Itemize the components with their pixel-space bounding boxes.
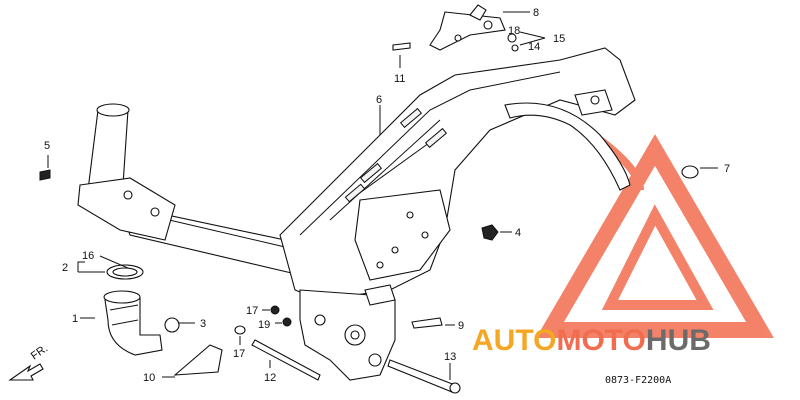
callout-17-bottom: 17 <box>233 348 245 360</box>
label-9-icon <box>411 317 443 329</box>
washer-14-icon <box>511 44 519 52</box>
bolt-16-icon <box>99 255 129 269</box>
grommet-18-icon <box>507 33 517 43</box>
clamp-2-icon <box>106 264 144 280</box>
bolt-17a-icon <box>270 305 280 315</box>
watermark-part-moto: MOTO <box>556 324 645 357</box>
callout-8: 8 <box>533 7 539 19</box>
long-bolt-13 <box>387 359 461 394</box>
callout-12: 12 <box>264 372 276 384</box>
plate-10-icon <box>173 344 223 376</box>
callout-7: 7 <box>724 163 730 175</box>
bolt-5-icon <box>39 169 51 181</box>
callout-18: 18 <box>508 25 520 37</box>
callout-9: 9 <box>458 320 464 332</box>
callout-1: 1 <box>72 313 78 325</box>
callout-14: 14 <box>528 41 540 53</box>
leader-lines <box>47 11 718 380</box>
intake-duct-1 <box>103 290 163 356</box>
callout-5: 5 <box>44 140 50 152</box>
callout-19: 19 <box>258 319 270 331</box>
callout-6: 6 <box>376 94 382 106</box>
nut-4-icon <box>481 224 499 241</box>
label-11-icon <box>392 42 411 51</box>
clip-3-icon <box>164 317 180 333</box>
main-frame <box>77 47 636 381</box>
nut-17b-icon <box>234 325 246 335</box>
callout-17-top: 17 <box>246 305 258 317</box>
callout-16: 16 <box>82 250 94 262</box>
watermark-part-auto: AUTO <box>472 324 556 357</box>
watermark-part-hub: HUB <box>646 324 711 357</box>
watermark-text: AUTOMOTOHUB <box>472 324 711 357</box>
callout-15: 15 <box>553 33 565 45</box>
front-direction-arrow-icon: FR. <box>8 342 50 381</box>
callout-11: 11 <box>394 73 405 85</box>
diagram-code: 0873-F2200A <box>605 375 671 386</box>
callout-13: 13 <box>444 351 456 363</box>
callout-4: 4 <box>515 227 521 239</box>
callout-10: 10 <box>143 372 155 384</box>
direction-label: FR. <box>29 342 50 362</box>
bolt-19-icon <box>282 317 292 327</box>
cap-7-icon <box>681 165 699 179</box>
callout-3: 3 <box>200 318 206 330</box>
long-bolt-12 <box>251 339 321 381</box>
callout-2: 2 <box>62 262 68 274</box>
callouts: 8 18 15 14 11 6 5 7 4 16 2 17 19 1 3 9 1… <box>44 7 730 384</box>
top-bracket-part <box>429 4 506 51</box>
